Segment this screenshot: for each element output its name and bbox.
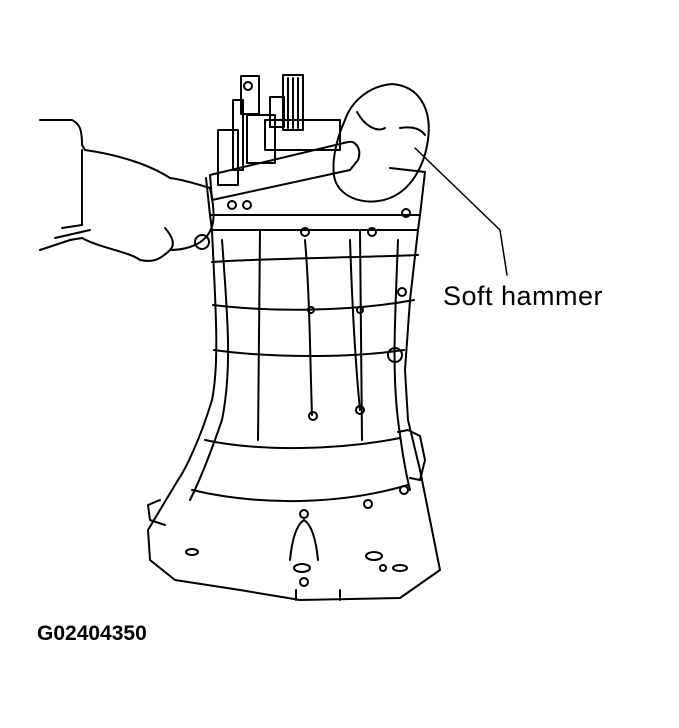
hand-holding-hammer	[40, 120, 214, 261]
figure-id-label: G02404350	[37, 622, 147, 645]
transmission-case	[148, 168, 440, 600]
soft-hammer	[210, 84, 429, 202]
callout-leader-line	[415, 148, 507, 275]
soft-hammer-callout-label: Soft hammer	[443, 281, 604, 311]
